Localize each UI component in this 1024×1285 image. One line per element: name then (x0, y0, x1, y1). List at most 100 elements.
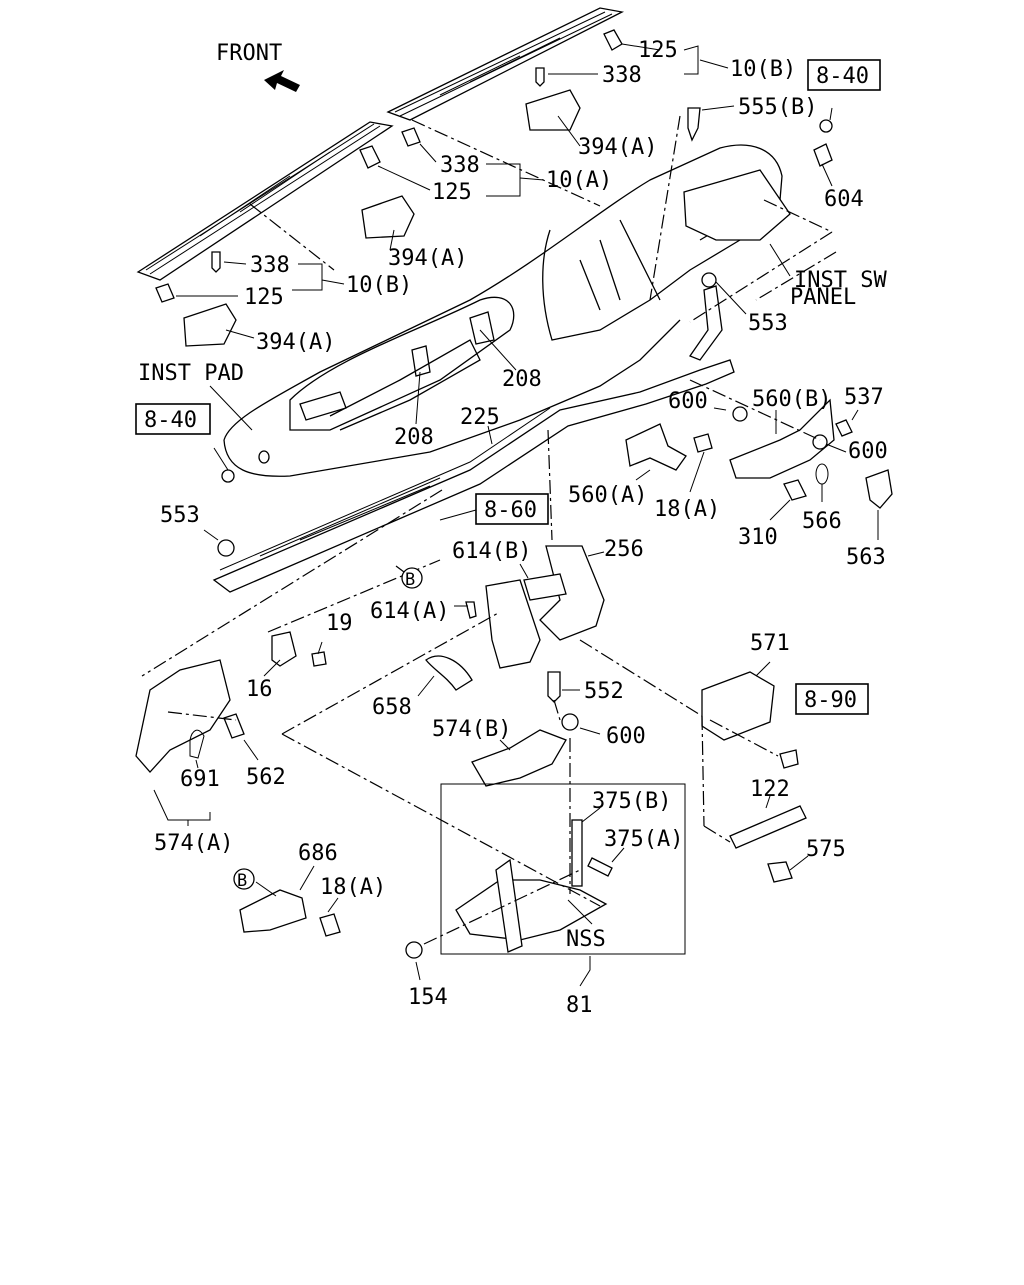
bracket-394a-left (183, 303, 237, 347)
callout-208-b: 208 (394, 425, 434, 450)
bolt-555b (687, 107, 701, 142)
callout-18a-b: 18(A) (320, 875, 386, 900)
callout-18a-a: 18(A) (654, 497, 720, 522)
bracket-16 (271, 631, 297, 667)
callout-81: 81 (566, 993, 593, 1018)
callout-125-top: 125 (638, 38, 678, 63)
circle-b-mid (401, 567, 423, 589)
callout-19: 19 (326, 611, 353, 636)
bracket-614a (485, 579, 541, 669)
callout-563: 563 (846, 545, 886, 570)
inst-pad-label: INST PAD (138, 361, 244, 386)
callout-125-left: 125 (244, 285, 284, 310)
screw-8-90 (779, 749, 799, 769)
callout-614b: 614(B) (452, 539, 531, 564)
callout-338-left: 338 (250, 253, 290, 278)
bracket-81-upright (495, 858, 523, 953)
callout-686: 686 (298, 841, 338, 866)
callout-560b: 560(B) (752, 387, 831, 412)
nut-600-c (561, 713, 579, 731)
callout-394a-top: 394(A) (578, 135, 657, 160)
clip-125-mid (359, 145, 381, 169)
defroster-grille-left (136, 121, 394, 281)
cover-658 (425, 655, 473, 691)
circle-b-mid-label: B (405, 570, 415, 590)
screw-338-mid (401, 127, 421, 147)
callout-154: 154 (408, 985, 448, 1010)
ref-box-8-40-left (135, 403, 211, 435)
clip-125-top (603, 29, 623, 51)
bracket-394a-top (525, 89, 581, 131)
callout-553-right: 553 (748, 311, 788, 336)
leader-lines (153, 43, 879, 987)
callout-562: 562 (246, 765, 286, 790)
clip-604 (813, 143, 833, 167)
ref-8-40-top: 8-40 (816, 64, 869, 89)
callout-10b-left: 10(B) (346, 273, 412, 298)
bracket-394a-mid (361, 195, 415, 239)
callout-375b: 375(B) (592, 789, 671, 814)
callout-125-mid: 125 (432, 180, 472, 205)
callout-604: 604 (824, 187, 864, 212)
ref-box-8-40-top (807, 59, 881, 91)
ref-8-40-left: 8-40 (144, 408, 197, 433)
callout-10b-top: 10(B) (730, 57, 796, 82)
circle-b-lower (233, 868, 255, 890)
ring-566 (815, 463, 829, 485)
callout-600-c: 600 (606, 724, 646, 749)
callout-691: 691 (180, 767, 220, 792)
nss-label: NSS (566, 927, 606, 952)
callout-256: 256 (604, 537, 644, 562)
ref-box-8-60 (475, 493, 549, 525)
inst-sw-panel (683, 169, 791, 241)
grommet-left (221, 469, 235, 483)
callout-555b: 555(B) (738, 95, 817, 120)
bracket-560b (729, 398, 835, 479)
nut-154 (405, 941, 423, 959)
front-arrow-icon (264, 70, 300, 92)
callout-10a: 10(A) (546, 168, 612, 193)
inst-sw-label: INST SW (794, 268, 887, 293)
callout-394a-left: 394(A) (256, 330, 335, 355)
callout-574b: 574(B) (432, 717, 511, 742)
panel-label: PANEL (790, 285, 856, 310)
bolt-18a-b (319, 913, 341, 937)
switch-plate-122 (729, 805, 807, 849)
callout-571: 571 (750, 631, 790, 656)
callout-375a: 375(A) (604, 827, 683, 852)
front-label: FRONT (216, 41, 282, 66)
washer-600-a (732, 406, 748, 422)
bolt-310 (783, 479, 807, 501)
clip-125-left (155, 283, 175, 303)
callout-553-left: 553 (160, 503, 200, 528)
bracket-560a (625, 423, 687, 471)
pin-375a (587, 857, 613, 877)
callout-310: 310 (738, 525, 778, 550)
callout-575: 575 (806, 837, 846, 862)
callout-338-top: 338 (602, 63, 642, 88)
bolt-18a-a (693, 433, 713, 453)
assembly-lines (141, 115, 837, 945)
bracket-686 (239, 889, 307, 933)
ref-8-60: 8-60 (484, 498, 537, 523)
nut-553-left (217, 539, 235, 557)
assembly-81-frame (440, 783, 686, 955)
bolt-562 (223, 713, 245, 739)
callout-560a: 560(A) (568, 483, 647, 508)
screw-575 (767, 861, 793, 883)
bolt-552 (547, 671, 561, 703)
nut-537 (835, 419, 853, 437)
callout-394a-mid: 394(A) (388, 246, 467, 271)
callout-122: 122 (750, 777, 790, 802)
strap-691 (189, 729, 205, 759)
screw-614a (465, 601, 477, 619)
callout-658: 658 (372, 695, 412, 720)
callout-614a: 614(A) (370, 599, 449, 624)
defroster-grille-top (386, 7, 625, 121)
callout-537: 537 (844, 385, 884, 410)
screw-338-left (211, 251, 221, 273)
nut-553-right (701, 272, 717, 288)
bracket-upright-right (689, 285, 723, 361)
callout-338-mid: 338 (440, 153, 480, 178)
